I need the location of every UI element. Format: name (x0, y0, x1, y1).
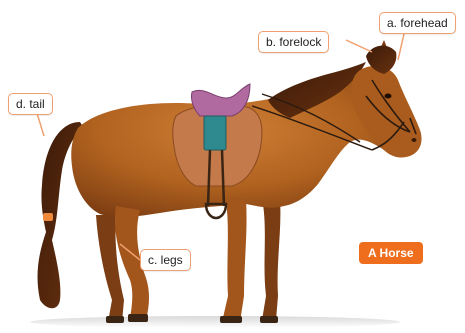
tail-band (43, 213, 53, 221)
ground-shadow (30, 316, 400, 328)
title-badge: A Horse (359, 242, 423, 264)
label-forehead: a. forehead (379, 12, 456, 34)
leader-forehead (398, 34, 404, 60)
horse-head (351, 66, 421, 157)
nostril (412, 138, 417, 142)
label-legs: c. legs (140, 249, 191, 271)
eye (385, 94, 392, 99)
leader-forelock (346, 40, 372, 52)
label-tail: d. tail (8, 93, 53, 115)
label-forelock: b. forelock (258, 31, 329, 53)
